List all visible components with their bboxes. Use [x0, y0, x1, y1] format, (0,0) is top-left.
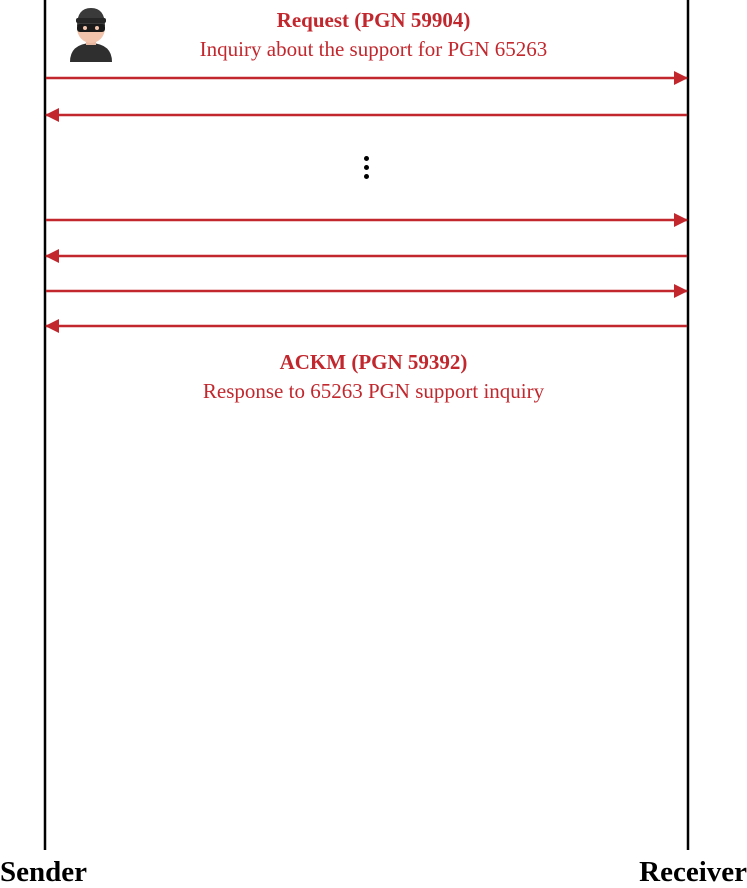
- vertical-ellipsis-icon: [362, 156, 372, 180]
- response-description: Response to 65263 PGN support inquiry: [202, 379, 545, 403]
- sender-label: Sender: [0, 856, 87, 888]
- response-title: ACKM (PGN 59392): [279, 350, 468, 374]
- message-arrows: [45, 71, 688, 333]
- receiver-label: Receiver: [639, 856, 747, 888]
- masked-attacker-icon: [70, 8, 112, 62]
- request-description: Inquiry about the support for PGN 65263: [199, 37, 548, 61]
- request-title: Request (PGN 59904): [276, 8, 471, 32]
